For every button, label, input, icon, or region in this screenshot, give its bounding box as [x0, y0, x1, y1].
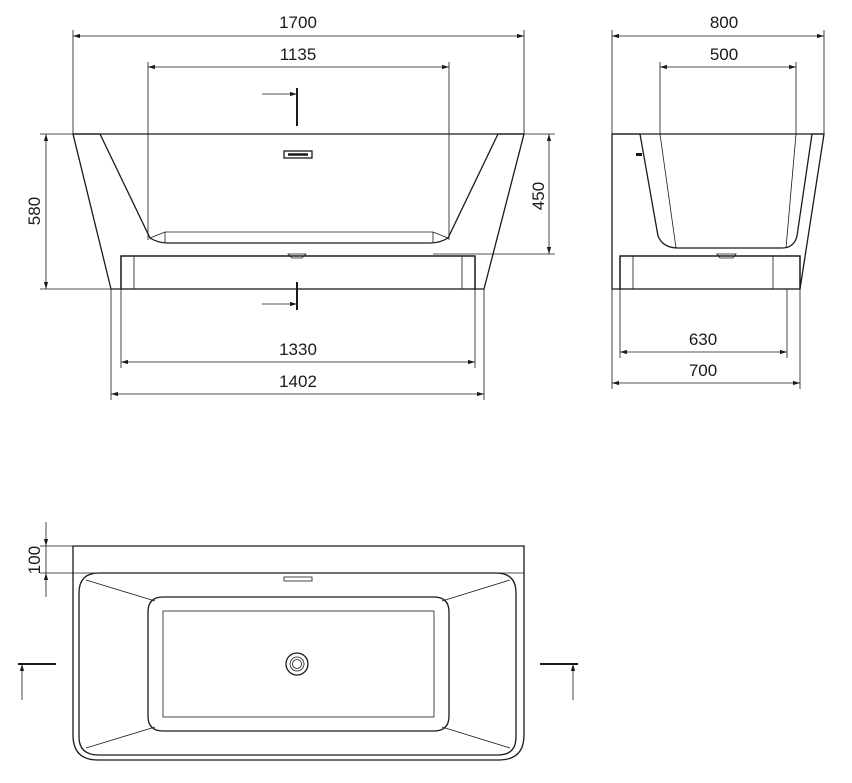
section-marker-left: [18, 663, 56, 700]
side-overflow-icon: [636, 153, 642, 156]
dim-side-plinth-width: 630: [689, 330, 717, 349]
dim-front-plinth-width: 1330: [279, 340, 317, 359]
side-hatched-shell: [611, 133, 825, 290]
overflow-icon: [283, 150, 313, 159]
top-rim: [78, 572, 517, 756]
top-plan-view: 100: [18, 522, 578, 761]
side-section-view: 800 500 630 700: [611, 13, 825, 389]
top-outer-outline: [72, 545, 525, 761]
dim-front-height: 580: [25, 197, 44, 225]
side-plinth: [619, 255, 801, 290]
front-hatched-shell: [72, 133, 525, 290]
top-basin: [147, 596, 450, 732]
top-overflow-icon: [283, 576, 313, 582]
section-marker-bottom: [262, 282, 298, 310]
dim-front-top-width: 1700: [279, 13, 317, 32]
dim-front-inner-depth: 450: [529, 182, 548, 210]
dim-front-inner-width: 1135: [280, 45, 317, 64]
section-marker-top: [262, 88, 298, 126]
dim-front-base-width: 1402: [279, 372, 317, 391]
front-section-view: 1700 1135 580 450 1330 1402: [25, 13, 555, 400]
dim-side-top-width: 800: [710, 13, 738, 32]
drain-icon-top: [285, 652, 309, 676]
dim-top-back-ledge: 100: [25, 546, 44, 574]
dim-side-base-width: 700: [689, 361, 717, 380]
drain-icon: [287, 253, 307, 259]
side-drain-icon: [716, 253, 737, 259]
section-marker-right: [540, 663, 578, 700]
dim-side-inner-width: 500: [710, 45, 738, 64]
